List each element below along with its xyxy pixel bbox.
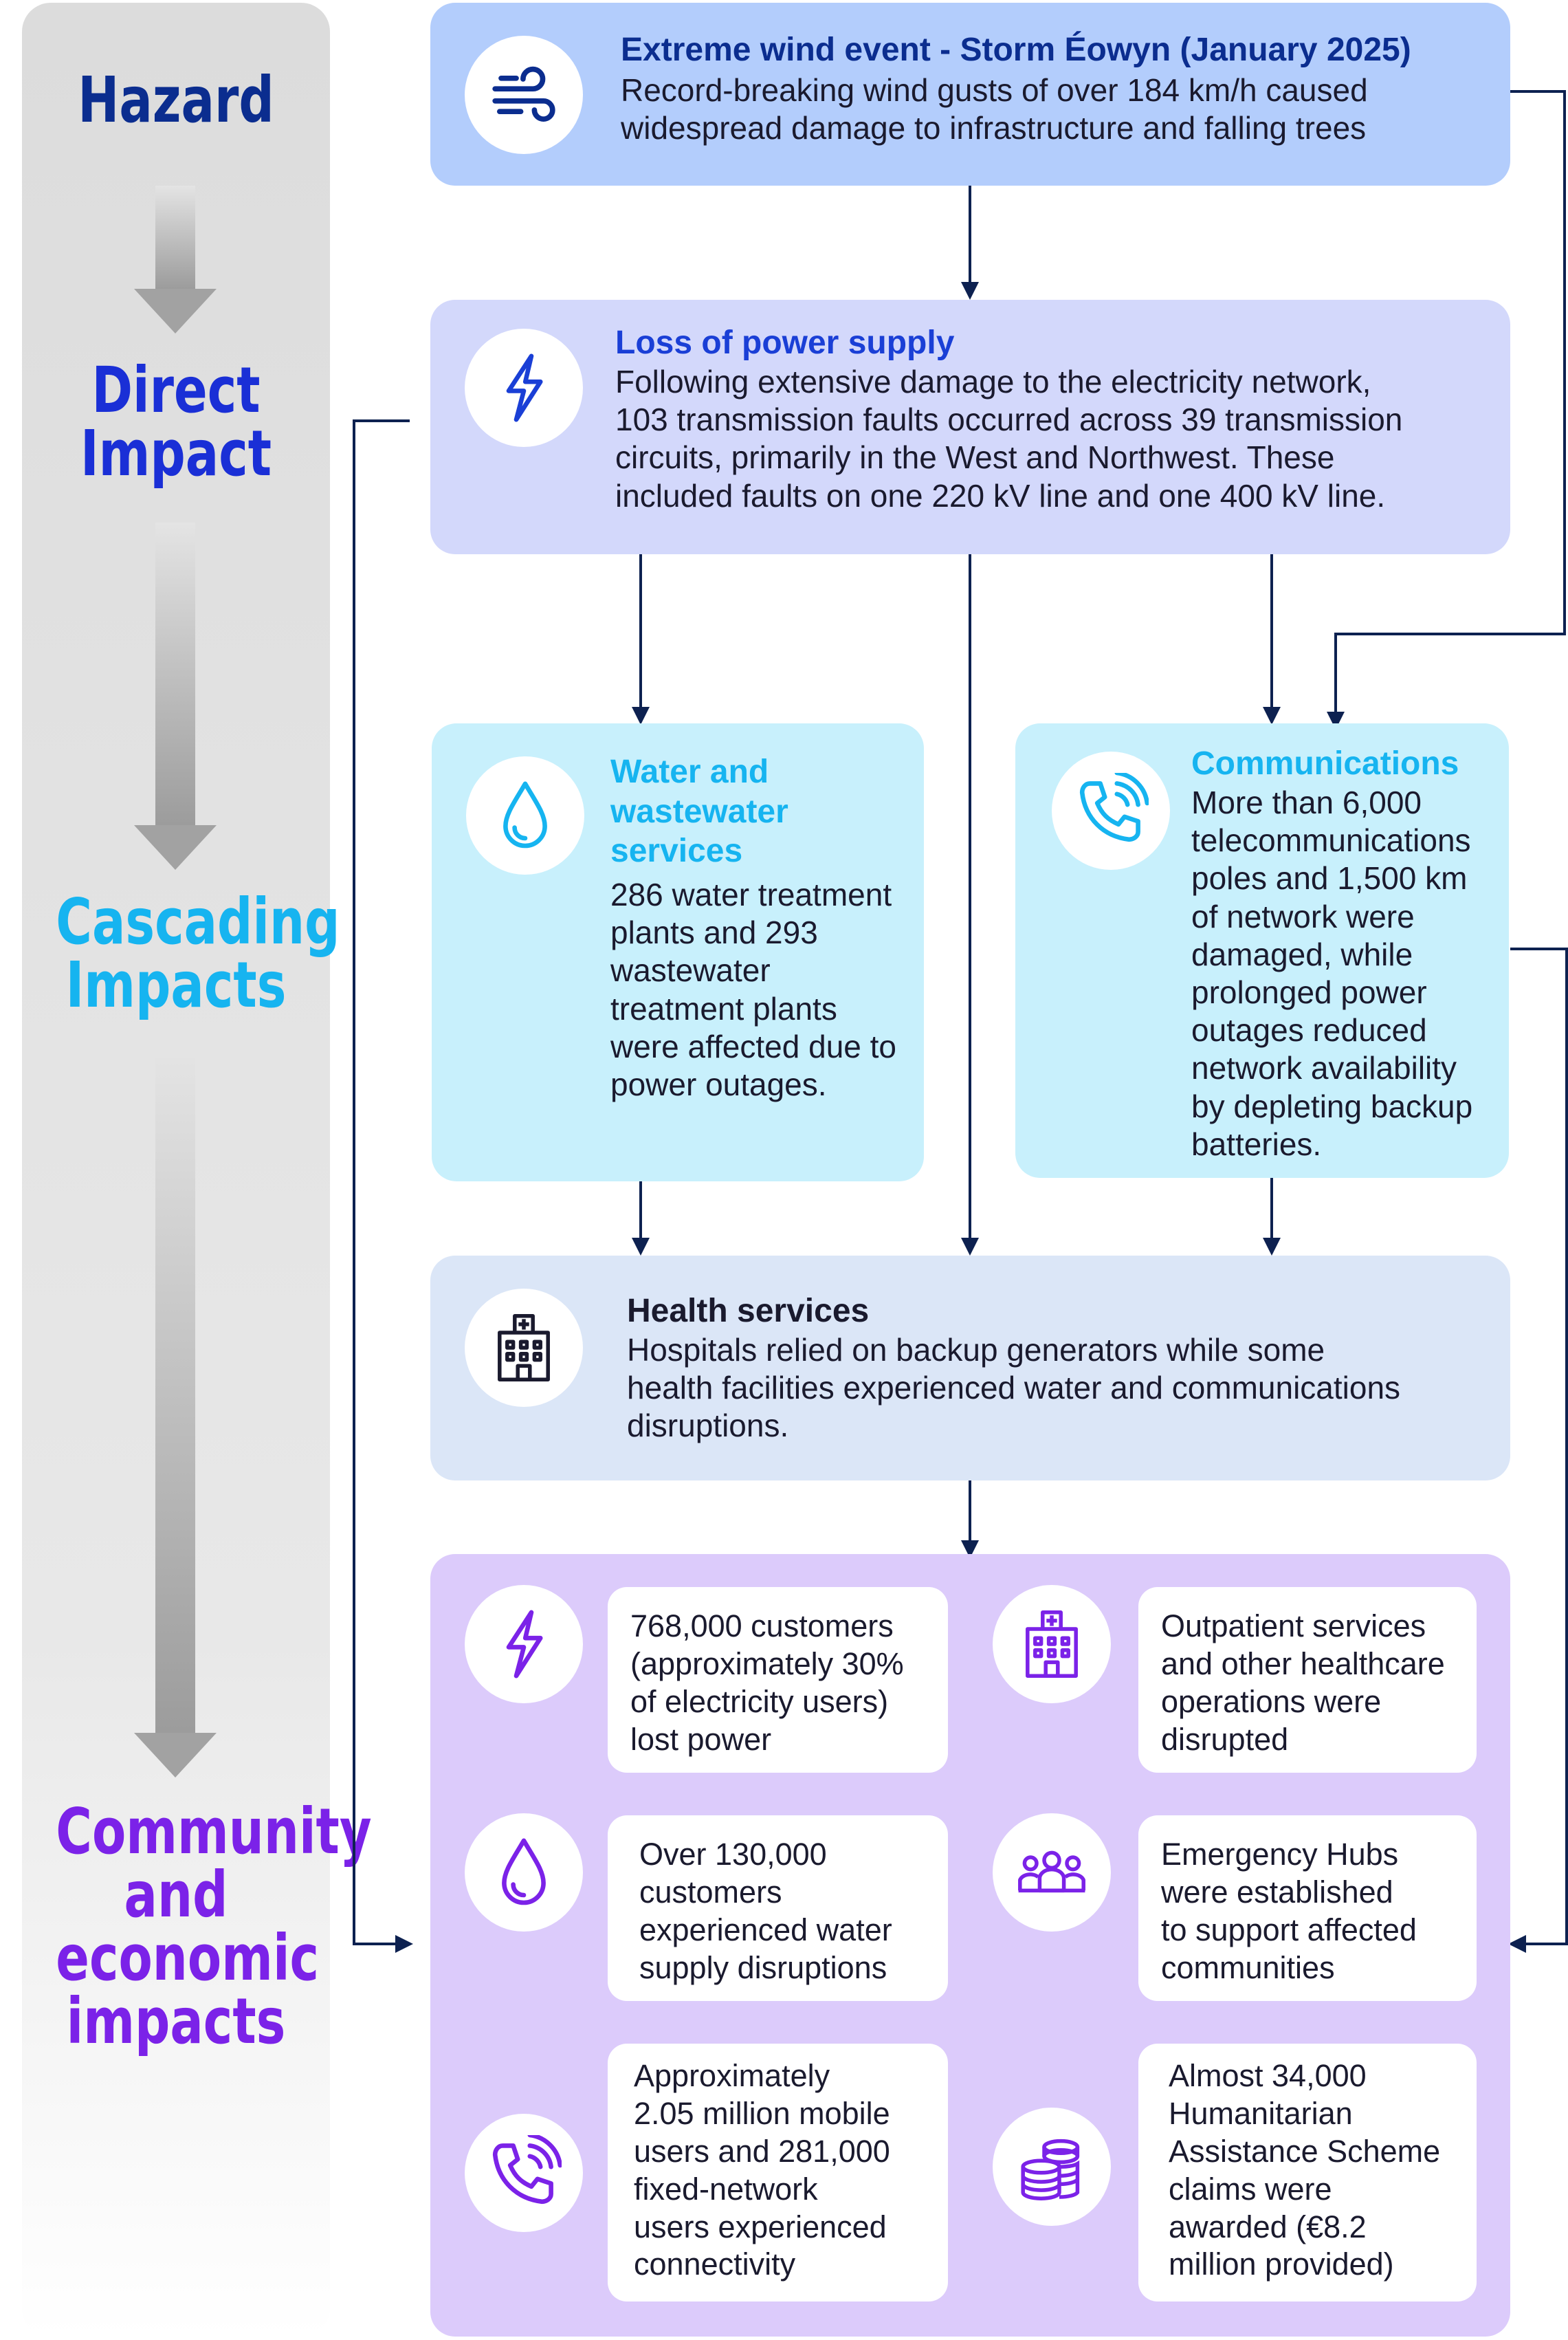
power-description: Following extensive damage to the electr… bbox=[615, 364, 1403, 514]
phone-icon bbox=[465, 2114, 583, 2232]
community-card-hubs-text: Emergency Hubs were established to suppo… bbox=[1161, 1837, 1417, 1985]
community-card-power-text: 768,000 customers (approximately 30% of … bbox=[630, 1608, 904, 1757]
lightning-icon bbox=[465, 1585, 583, 1703]
community-card-hubs bbox=[1138, 1815, 1477, 2001]
wind-icon bbox=[465, 36, 583, 154]
community-card-assistance-text: Almost 34,000 Humanitarian Assistance Sc… bbox=[1169, 2058, 1441, 2282]
community-card-connectivity bbox=[608, 2044, 948, 2301]
community-card-water-text: Over 130,000 customers experienced water… bbox=[639, 1837, 892, 1985]
health-box bbox=[430, 1256, 1510, 1480]
health-description: Hospitals relied on backup generators wh… bbox=[627, 1332, 1401, 1444]
community-card-connectivity-text: Approximately 2.05 million mobile users … bbox=[634, 2058, 890, 2282]
hazard-title: Extreme wind event - Storm Éowyn (Januar… bbox=[621, 32, 1411, 68]
arrow-comms-to-community bbox=[1508, 948, 1568, 1953]
communications-description: More than 6,000 telecommunications poles… bbox=[1191, 785, 1473, 1162]
stage-arrow-1 bbox=[134, 186, 217, 333]
water-drop-icon bbox=[465, 1813, 583, 1932]
coins-icon bbox=[993, 2108, 1111, 2226]
people-group-icon bbox=[993, 1813, 1111, 1932]
water-drop-icon bbox=[466, 756, 584, 875]
lightning-icon bbox=[465, 329, 583, 447]
power-box bbox=[430, 300, 1510, 554]
community-card-health-text: Outpatient services and other healthcare… bbox=[1161, 1608, 1445, 1757]
stage-arrow-3 bbox=[134, 1052, 217, 1778]
hospital-icon bbox=[993, 1585, 1111, 1703]
stage-label-direct-impact: Direct Impact bbox=[80, 353, 272, 490]
water-title: Water and wastewater services bbox=[610, 754, 788, 870]
hazard-box bbox=[430, 3, 1510, 186]
water-description: 286 water treatment plants and 293 waste… bbox=[610, 877, 896, 1102]
phone-icon bbox=[1052, 752, 1170, 870]
stage-label-cascading-impacts: Cascading Impacts bbox=[56, 885, 340, 1022]
arrow-power-to-community bbox=[353, 419, 413, 1953]
community-card-water bbox=[608, 1815, 948, 2001]
hospital-icon bbox=[465, 1289, 583, 1407]
stage-arrow-2 bbox=[134, 523, 217, 870]
power-title: Loss of power supply bbox=[615, 325, 955, 361]
arrow-hazard-to-comms bbox=[1327, 90, 1566, 730]
community-card-health bbox=[1138, 1587, 1477, 1773]
health-title: Health services bbox=[627, 1293, 870, 1329]
community-card-assistance bbox=[1138, 2044, 1477, 2301]
stage-label-hazard: Hazard bbox=[78, 63, 274, 137]
hazard-description: Record-breaking wind gusts of over 184 k… bbox=[621, 72, 1368, 146]
community-card-power bbox=[608, 1587, 948, 1773]
communications-title: Communications bbox=[1191, 745, 1459, 782]
